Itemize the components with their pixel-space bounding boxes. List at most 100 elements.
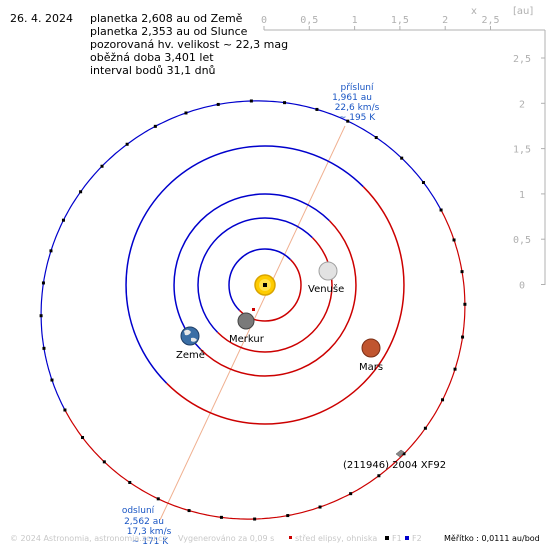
x-tick-label: 0,5 — [300, 15, 318, 26]
orbit-point — [128, 480, 132, 484]
aphelion-temp: ~ 171 K — [132, 537, 169, 547]
mars-disc — [361, 338, 381, 358]
perihelion-temp: ~ 195 K — [339, 113, 376, 123]
sun — [254, 274, 276, 296]
axes — [263, 26, 546, 285]
mercury-label: Merkur — [229, 334, 265, 345]
x-tick-label: 1,5 — [391, 15, 409, 26]
aphelion-info: odsluní 2,562 au 17,3 km/s ~ 171 K — [122, 506, 172, 547]
perihelion-speed: 22,6 km/s — [335, 103, 380, 113]
y-tick-label: 1 — [519, 190, 525, 201]
y-tick-label: 2 — [519, 99, 525, 110]
x-tick-label: 2 — [442, 15, 448, 26]
perihelion-title: přísluní — [340, 83, 374, 93]
x-tick-labels: 0 0,5 1 1,5 2 2,5 — [261, 15, 500, 26]
orbit-point — [400, 156, 404, 160]
orbit-point — [377, 474, 381, 478]
orbit-point — [79, 190, 83, 194]
orbit-blue-half — [197, 217, 313, 333]
observation-date: 26. 4. 2024 — [10, 12, 73, 25]
orbit-point — [423, 426, 427, 430]
orbit-point — [461, 335, 465, 339]
footer-generated: Vygenerováno za 0,09 s — [178, 534, 274, 543]
orbit-point — [184, 111, 188, 115]
planet-mercury: Merkur — [229, 312, 265, 345]
planet-venus: Venuše — [308, 261, 344, 295]
orbit-point — [283, 101, 287, 105]
orbit-point — [42, 346, 46, 350]
info-distance-earth: planetka 2,608 au od Země — [90, 12, 243, 25]
orbit-point — [441, 398, 445, 402]
orbit-point — [153, 124, 157, 128]
axis-unit: [au] — [513, 6, 533, 17]
earth-label: Země — [176, 349, 205, 361]
x-ticks — [263, 26, 491, 30]
info-distance-sun: planetka 2,353 au od Slunce — [90, 25, 248, 38]
orbit-point — [460, 270, 464, 274]
x-tick-label: 2,5 — [481, 15, 499, 26]
earth-clouds — [184, 329, 197, 342]
x-tick-label: 0 — [261, 15, 267, 26]
asteroid-orbit-points — [39, 99, 467, 521]
orbit-point — [102, 460, 106, 464]
orbit-point — [39, 314, 43, 318]
perihelion-distance: 1,961 au — [332, 93, 372, 103]
legend-f2-marker — [405, 536, 409, 540]
orbit-point — [50, 378, 54, 382]
y-tick-label: 2,5 — [513, 54, 531, 65]
legend-center-marker — [289, 536, 292, 539]
orbit-point — [63, 408, 67, 412]
info-magnitude: pozorovaná hv. velikost ~ 22,3 mag — [90, 38, 289, 51]
footer-f2: F2 — [412, 534, 422, 543]
planet-earth: Země — [176, 326, 205, 361]
footer-scale: Měřítko : 0,0111 au/bod — [444, 534, 540, 543]
orbit-point — [219, 515, 223, 519]
asteroid-marker — [395, 449, 405, 458]
asteroid: (211946) 2004 XF92 — [343, 449, 446, 471]
orbit-point — [187, 509, 191, 513]
orbit-blue-half — [173, 193, 330, 350]
aphelion-distance: 2,562 au — [124, 517, 164, 527]
asteroid-orbit-red — [64, 209, 466, 520]
orbit-point — [439, 208, 443, 212]
earth-disc — [180, 326, 200, 346]
footer-center-legend: střed elipsy, ohniska — [295, 534, 377, 543]
footer-copyright: © 2024 Astronomia, astronomia.zcu.cz — [10, 534, 167, 543]
orbit-point — [156, 497, 160, 501]
orbit-point — [315, 107, 319, 111]
orbit-point — [421, 181, 425, 185]
x-axis-letter: x — [471, 6, 477, 17]
asteroid-label: (211946) 2004 XF92 — [343, 460, 446, 471]
info-interval: interval bodů 31,1 dnů — [90, 64, 216, 77]
orbit-point — [463, 302, 467, 306]
orbit-point — [286, 514, 290, 518]
info-period: oběžná doba 3,401 let — [90, 51, 214, 64]
orbit-blue-half — [125, 145, 364, 384]
y-tick-label: 0,5 — [513, 235, 531, 246]
y-ticks — [541, 57, 545, 285]
orbit-point — [125, 142, 129, 146]
orbit-point — [81, 435, 85, 439]
orbit-point — [402, 452, 406, 456]
orbit-point — [318, 505, 322, 509]
orbit-point — [346, 119, 350, 123]
x-tick-label: 1 — [352, 15, 358, 26]
orbit-point — [216, 102, 220, 106]
orbit-point — [49, 249, 53, 253]
y-tick-label: 1,5 — [513, 145, 531, 156]
ellipse-center-marker — [252, 308, 255, 311]
orbit-red-half — [166, 186, 405, 425]
orbit-point — [100, 164, 104, 168]
mars-label: Mars — [359, 362, 383, 373]
orbit-point — [374, 136, 378, 140]
y-tick-labels: 2,521,510,50 — [513, 54, 531, 292]
orbit-red-half — [200, 220, 357, 377]
orbit-point — [249, 99, 253, 103]
orbit-point — [349, 492, 353, 496]
planet-mars: Mars — [359, 338, 383, 373]
perihelion-info: přísluní 1,961 au 22,6 km/s ~ 195 K — [332, 83, 380, 123]
footer: © 2024 Astronomia, astronomia.zcu.cz Vyg… — [10, 534, 540, 543]
orbit-point — [61, 218, 65, 222]
aphelion-speed: 17,3 km/s — [127, 527, 172, 537]
